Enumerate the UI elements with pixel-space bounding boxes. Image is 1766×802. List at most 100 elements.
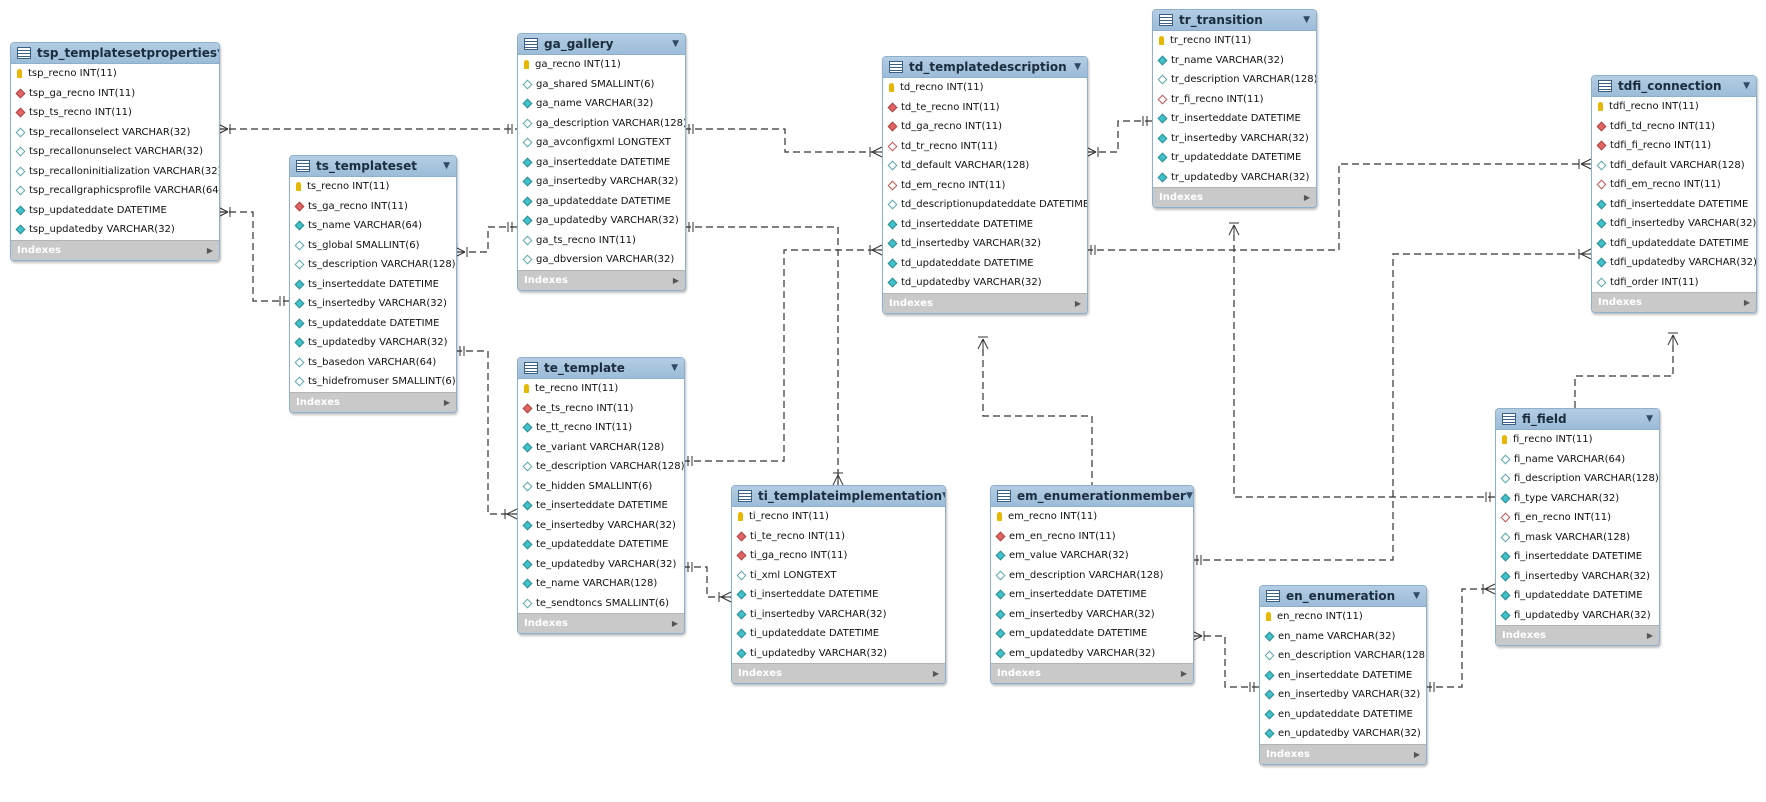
- column-row[interactable]: tsp_ga_recno INT(11): [11, 84, 219, 104]
- column-row[interactable]: tr_updateddate DATETIME: [1153, 148, 1316, 168]
- collapse-arrow-icon[interactable]: ▼: [942, 491, 945, 501]
- column-row[interactable]: ga_insertedby VARCHAR(32): [518, 172, 685, 192]
- column-row[interactable]: tsp_updateddate DATETIME: [11, 201, 219, 221]
- column-row[interactable]: td_ga_recno INT(11): [883, 117, 1087, 137]
- table-header[interactable]: te_template ▼: [518, 358, 684, 379]
- column-row[interactable]: ga_dbversion VARCHAR(32): [518, 250, 685, 270]
- column-row[interactable]: td_insertedby VARCHAR(32): [883, 234, 1087, 254]
- column-row[interactable]: tdfi_recno INT(11): [1592, 97, 1756, 117]
- column-row[interactable]: ts_ga_recno INT(11): [290, 197, 456, 217]
- table-te-template[interactable]: te_template ▼ te_recno INT(11)te_ts_recn…: [517, 357, 685, 634]
- column-row[interactable]: ga_inserteddate DATETIME: [518, 153, 685, 173]
- column-row[interactable]: te_ts_recno INT(11): [518, 399, 684, 419]
- rel-ts-te[interactable]: [455, 350, 517, 515]
- table-header[interactable]: ga_gallery ▼: [518, 34, 685, 55]
- column-row[interactable]: em_description VARCHAR(128): [991, 566, 1193, 586]
- expand-arrow-icon[interactable]: ▶: [1303, 193, 1310, 202]
- column-row[interactable]: te_updateddate DATETIME: [518, 535, 684, 555]
- expand-arrow-icon[interactable]: ▶: [1180, 669, 1187, 678]
- column-row[interactable]: tsp_updatedby VARCHAR(32): [11, 220, 219, 240]
- column-row[interactable]: fi_name VARCHAR(64): [1496, 450, 1659, 470]
- table-en-enumeration[interactable]: en_enumeration ▼ en_recno INT(11)en_name…: [1259, 585, 1427, 765]
- column-row[interactable]: td_te_recno INT(11): [883, 98, 1087, 118]
- column-row[interactable]: en_description VARCHAR(128): [1260, 646, 1426, 666]
- column-row[interactable]: td_updateddate DATETIME: [883, 254, 1087, 274]
- column-row[interactable]: te_name VARCHAR(128): [518, 574, 684, 594]
- collapse-arrow-icon[interactable]: ▼: [1303, 15, 1310, 25]
- column-row[interactable]: fi_updatedby VARCHAR(32): [1496, 606, 1659, 626]
- column-row[interactable]: fi_recno INT(11): [1496, 430, 1659, 450]
- column-row[interactable]: en_updatedby VARCHAR(32): [1260, 724, 1426, 744]
- column-row[interactable]: te_updatedby VARCHAR(32): [518, 555, 684, 575]
- column-row[interactable]: tr_recno INT(11): [1153, 31, 1316, 51]
- expand-arrow-icon[interactable]: ▶: [1074, 298, 1081, 308]
- rel-ga-td[interactable]: [684, 128, 882, 153]
- column-row[interactable]: em_updateddate DATETIME: [991, 624, 1193, 644]
- column-row[interactable]: en_recno INT(11): [1260, 607, 1426, 627]
- column-row[interactable]: tr_inserteddate DATETIME: [1153, 109, 1316, 129]
- column-row[interactable]: fi_en_recno INT(11): [1496, 508, 1659, 528]
- column-row[interactable]: tdfi_order INT(11): [1592, 273, 1756, 293]
- table-header[interactable]: tr_transition ▼: [1153, 10, 1316, 31]
- column-row[interactable]: em_updatedby VARCHAR(32): [991, 644, 1193, 664]
- expand-arrow-icon[interactable]: ▶: [443, 397, 450, 407]
- column-row[interactable]: ts_global SMALLINT(6): [290, 236, 456, 256]
- rel-te-td[interactable]: [683, 249, 882, 462]
- column-row[interactable]: ti_insertedby VARCHAR(32): [732, 605, 945, 625]
- column-row[interactable]: ga_avconfigxml LONGTEXT: [518, 133, 685, 153]
- column-row[interactable]: tsp_ts_recno INT(11): [11, 103, 219, 123]
- column-row[interactable]: tsp_recallonunselect VARCHAR(32): [11, 142, 219, 162]
- indexes-section[interactable]: Indexes ▶: [1153, 187, 1316, 207]
- column-row[interactable]: en_name VARCHAR(32): [1260, 627, 1426, 647]
- column-row[interactable]: en_insertedby VARCHAR(32): [1260, 685, 1426, 705]
- indexes-section[interactable]: Indexes ▶: [290, 391, 456, 412]
- table-header[interactable]: ti_templateimplementation ▼: [732, 486, 945, 507]
- expand-arrow-icon[interactable]: ▶: [1646, 631, 1653, 640]
- table-ga-gallery[interactable]: ga_gallery ▼ ga_recno INT(11)ga_shared S…: [517, 33, 686, 291]
- table-tsp-templatesetproperties[interactable]: tsp_templatesetproperties ▼ tsp_recno IN…: [10, 42, 220, 261]
- table-em-enumerationmember[interactable]: em_enumerationmember ▼ em_recno INT(11)e…: [990, 485, 1194, 684]
- collapse-arrow-icon[interactable]: ▼: [672, 39, 679, 49]
- column-row[interactable]: ti_te_recno INT(11): [732, 527, 945, 547]
- indexes-section[interactable]: Indexes ▶: [518, 269, 685, 290]
- indexes-section[interactable]: Indexes ▶: [1260, 743, 1426, 764]
- expand-arrow-icon[interactable]: ▶: [672, 275, 679, 285]
- column-row[interactable]: tdfi_em_recno INT(11): [1592, 175, 1756, 195]
- column-row[interactable]: ga_ts_recno INT(11): [518, 231, 685, 251]
- column-row[interactable]: te_description VARCHAR(128): [518, 457, 684, 477]
- table-header[interactable]: en_enumeration ▼: [1260, 586, 1426, 607]
- column-row[interactable]: tr_fi_recno INT(11): [1153, 90, 1316, 110]
- expand-arrow-icon[interactable]: ▶: [206, 245, 213, 255]
- rel-ga-ts[interactable]: [455, 226, 517, 253]
- column-row[interactable]: tr_name VARCHAR(32): [1153, 51, 1316, 71]
- column-row[interactable]: en_updateddate DATETIME: [1260, 705, 1426, 725]
- column-row[interactable]: tsp_recno INT(11): [11, 64, 219, 84]
- column-row[interactable]: ti_recno INT(11): [732, 507, 945, 527]
- column-row[interactable]: ti_xml LONGTEXT: [732, 566, 945, 586]
- collapse-arrow-icon[interactable]: ▼: [217, 48, 219, 58]
- rel-en-fi[interactable]: [1425, 588, 1495, 688]
- rel-fi-tr[interactable]: [1233, 235, 1495, 498]
- column-row[interactable]: ts_name VARCHAR(64): [290, 216, 456, 236]
- expand-arrow-icon[interactable]: ▶: [1743, 298, 1750, 307]
- collapse-arrow-icon[interactable]: ▼: [443, 161, 450, 171]
- column-row[interactable]: fi_insertedby VARCHAR(32): [1496, 567, 1659, 587]
- column-row[interactable]: tdfi_insertedby VARCHAR(32): [1592, 214, 1756, 234]
- column-row[interactable]: tdfi_default VARCHAR(128): [1592, 156, 1756, 176]
- column-row[interactable]: em_insertedby VARCHAR(32): [991, 605, 1193, 625]
- expand-arrow-icon[interactable]: ▶: [1413, 749, 1420, 759]
- column-row[interactable]: fi_inserteddate DATETIME: [1496, 547, 1659, 567]
- column-row[interactable]: fi_mask VARCHAR(128): [1496, 528, 1659, 548]
- column-row[interactable]: ga_shared SMALLINT(6): [518, 75, 685, 95]
- column-row[interactable]: em_inserteddate DATETIME: [991, 585, 1193, 605]
- indexes-section[interactable]: Indexes ▶: [991, 663, 1193, 683]
- rel-tr-td[interactable]: [1086, 120, 1152, 153]
- rel-ts-tsp[interactable]: [218, 211, 289, 302]
- column-row[interactable]: tsp_recalloninitialization VARCHAR(32): [11, 162, 219, 182]
- column-row[interactable]: te_hidden SMALLINT(6): [518, 477, 684, 497]
- column-row[interactable]: td_inserteddate DATETIME: [883, 215, 1087, 235]
- column-row[interactable]: em_recno INT(11): [991, 507, 1193, 527]
- column-row[interactable]: ts_recno INT(11): [290, 177, 456, 197]
- column-row[interactable]: ts_updatedby VARCHAR(32): [290, 333, 456, 353]
- column-row[interactable]: tdfi_updateddate DATETIME: [1592, 234, 1756, 254]
